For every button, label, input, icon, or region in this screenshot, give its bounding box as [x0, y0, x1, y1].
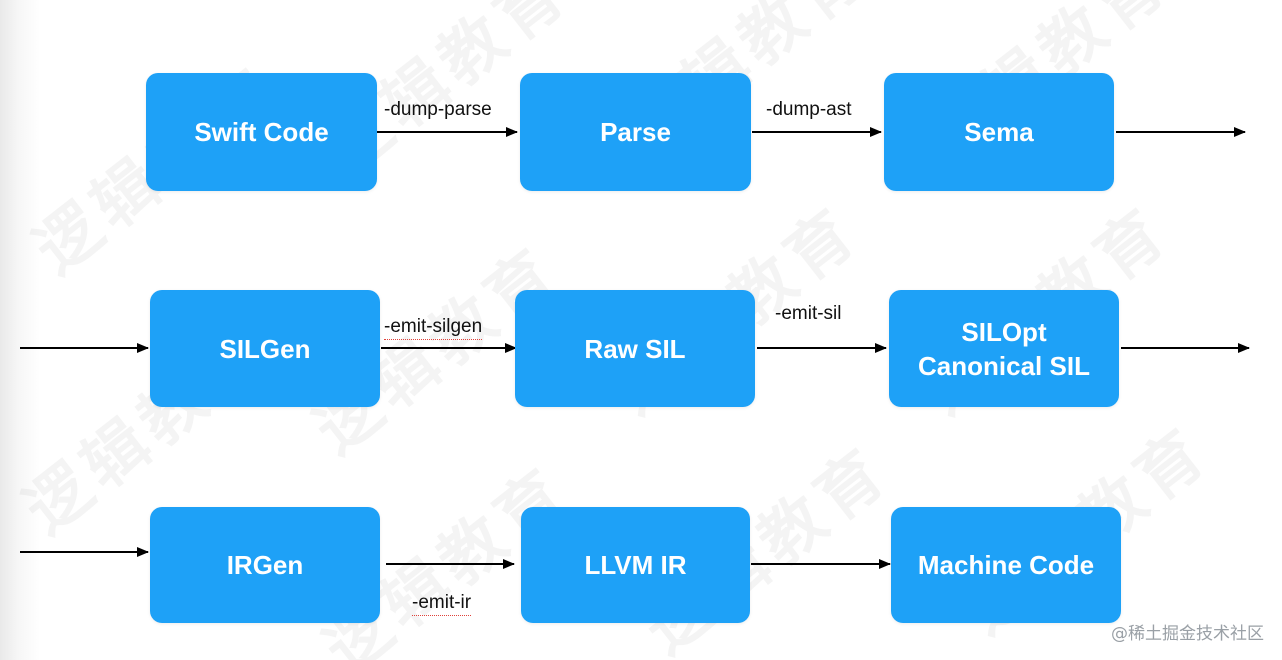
node-irgen-label: IRGen: [226, 550, 304, 580]
node-sema-label: Sema: [964, 117, 1034, 147]
node-irgen: IRGen: [150, 507, 380, 623]
node-silgen-label: SILGen: [219, 333, 311, 364]
node-parse-label: Parse: [600, 117, 671, 147]
node-machine-code-label: Machine Code: [917, 550, 1095, 580]
edge-label-dump-parse: -dump-parse: [384, 99, 492, 120]
node-sema: Sema: [884, 73, 1114, 191]
source-credit: @稀土掘金技术社区: [1111, 624, 1264, 644]
node-llvm-ir: LLVM IR: [521, 507, 750, 623]
edge-label-dump-ast: -dump-ast: [766, 99, 852, 120]
node-silgen: SILGen: [150, 290, 380, 407]
node-silopt-label-line2: Canonical SIL: [918, 350, 1090, 381]
node-raw-sil-label: Raw SIL: [584, 333, 686, 364]
node-parse: Parse: [520, 73, 751, 191]
node-swift-code: Swift Code: [146, 73, 377, 191]
node-swift-code-label: Swift Code: [194, 117, 329, 147]
node-raw-sil: Raw SIL: [515, 290, 755, 407]
edge-label-emit-silgen: -emit-silgen: [384, 316, 483, 340]
edge-label-emit-ir: -emit-ir: [412, 592, 472, 616]
node-silopt-label-line1: SILOpt: [961, 316, 1047, 347]
node-silopt: SILOpt Canonical SIL: [889, 290, 1119, 407]
node-machine-code: Machine Code: [891, 507, 1121, 623]
edge-label-emit-sil: -emit-sil: [775, 303, 842, 324]
node-llvm-ir-label: LLVM IR: [584, 550, 687, 580]
